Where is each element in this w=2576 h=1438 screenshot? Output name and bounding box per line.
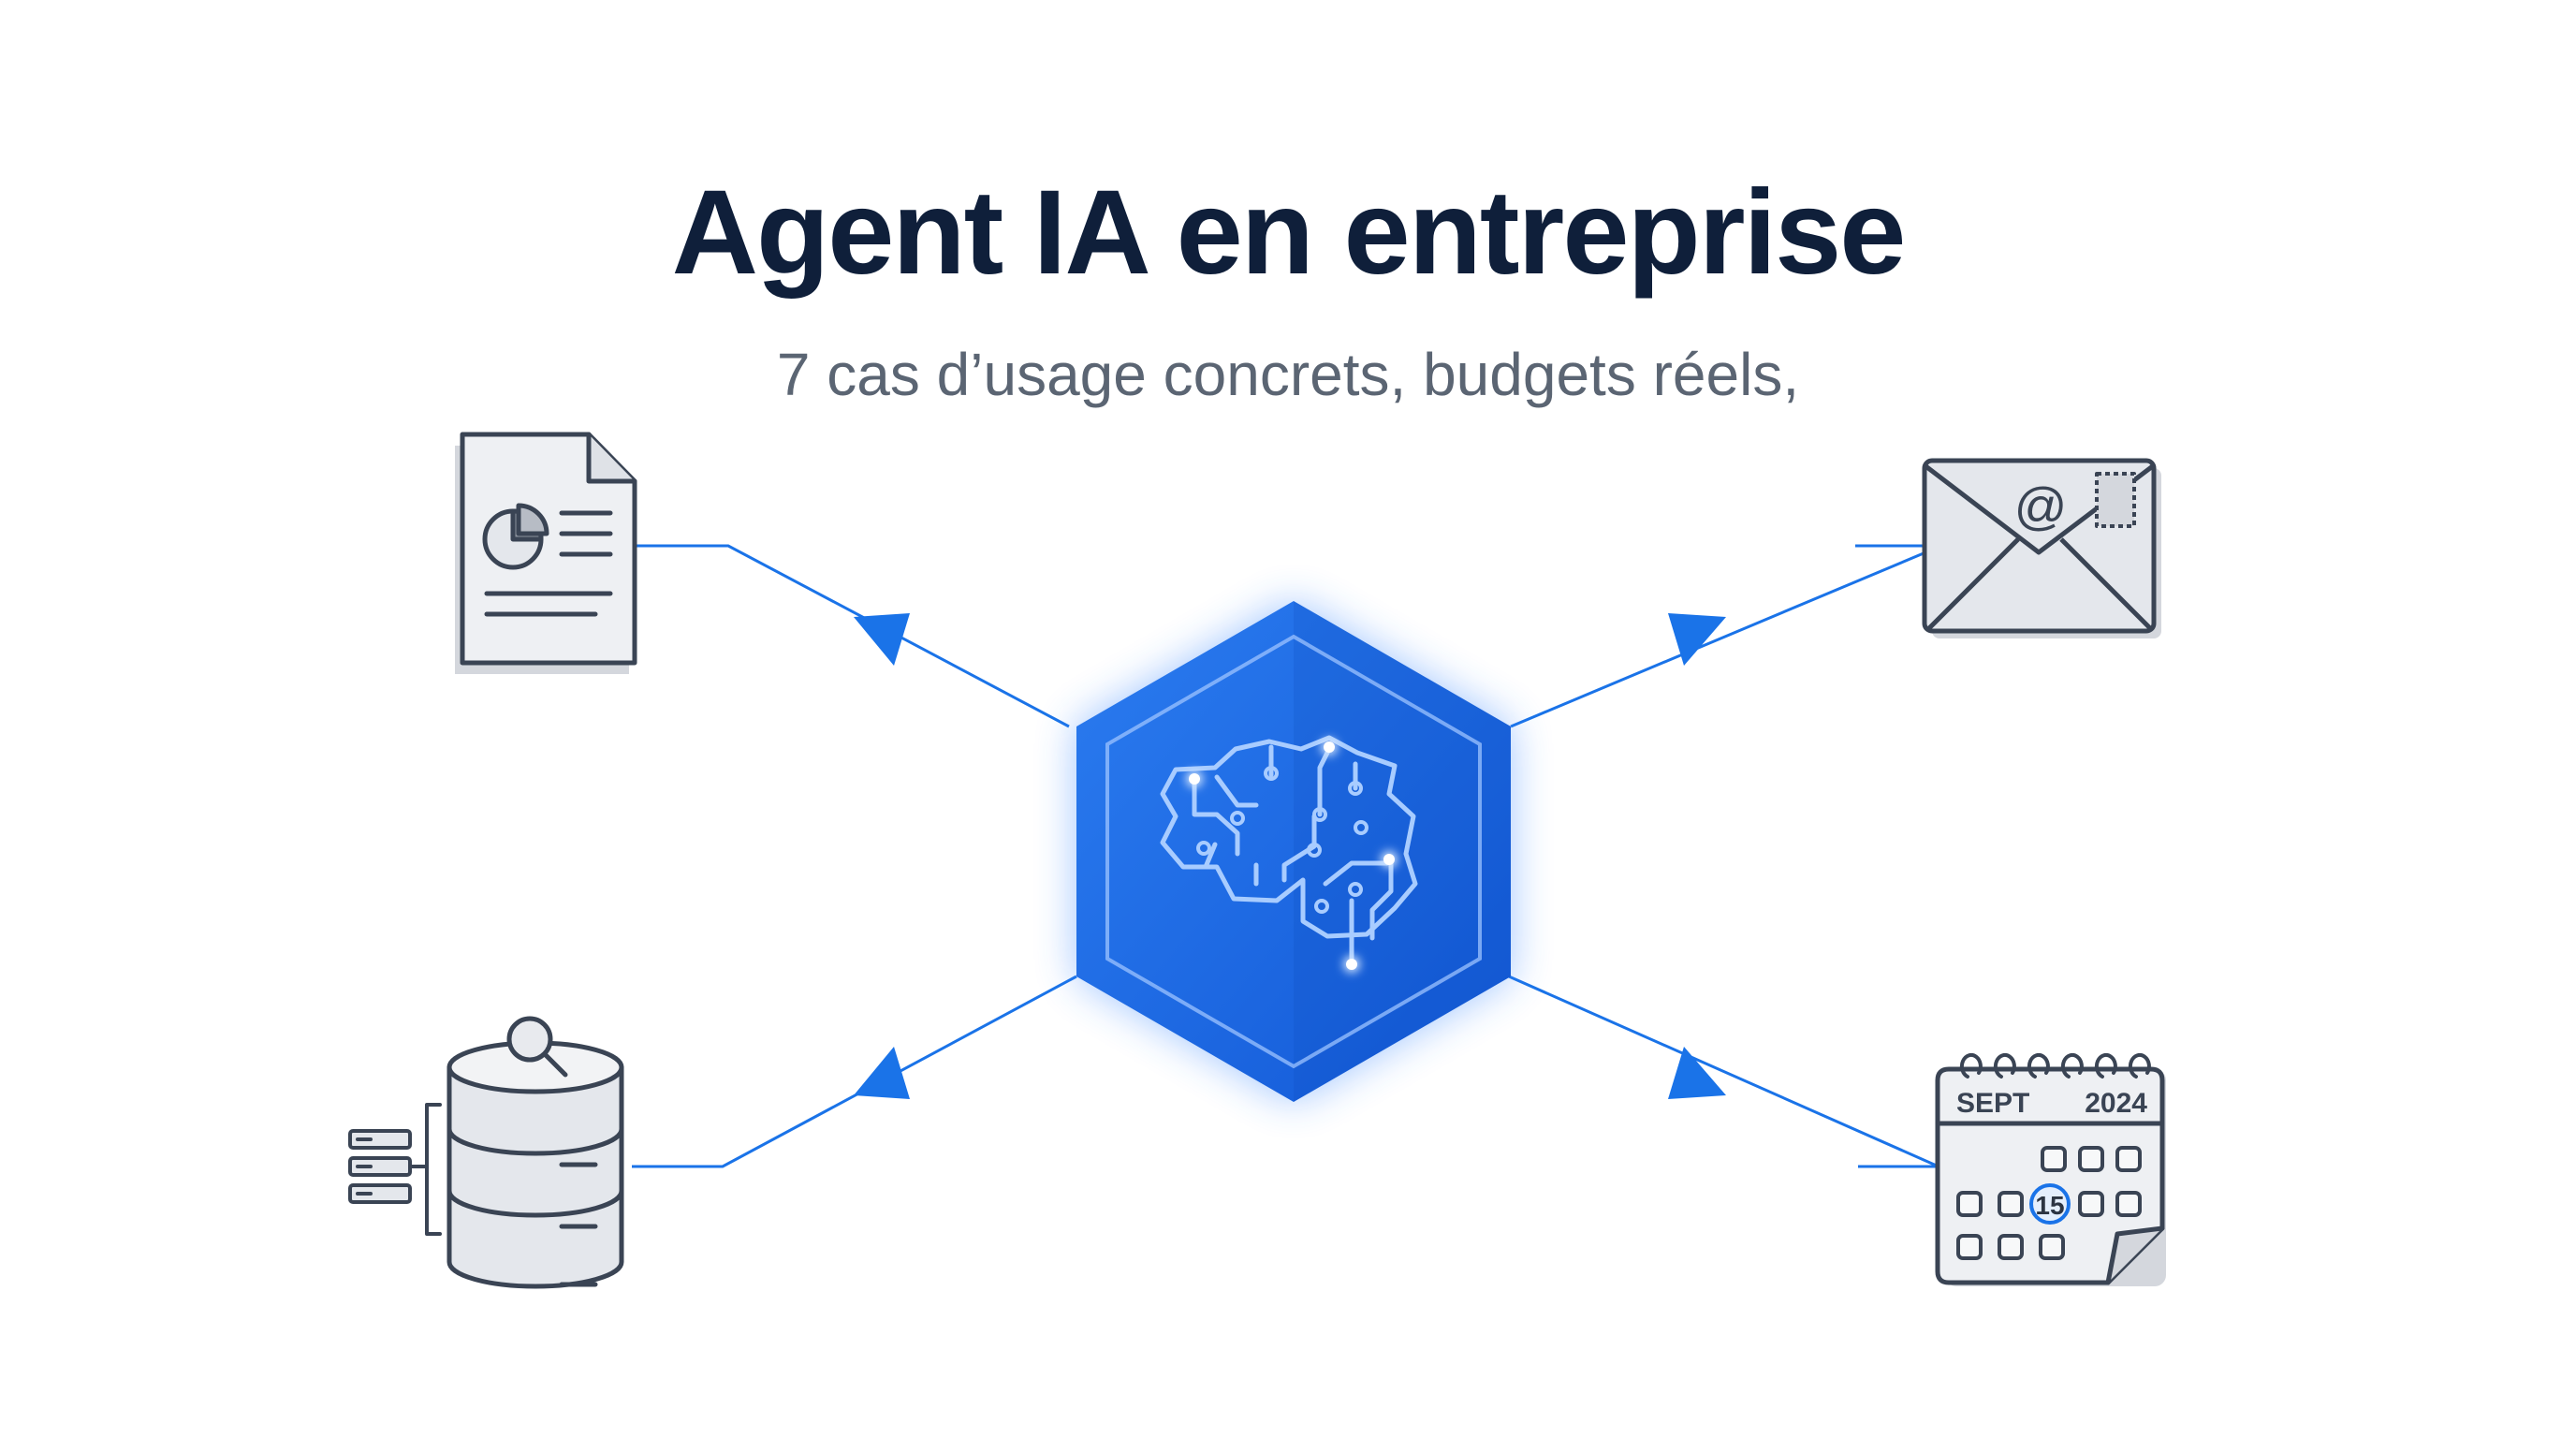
calendar-icon[interactable]: SEPT 2024 15 (1935, 1052, 2166, 1286)
arrowhead-document (854, 613, 910, 666)
page-title: Agent IA en entreprise (672, 166, 1905, 300)
report-document-icon[interactable] (455, 432, 637, 674)
connector-database (632, 975, 1077, 1168)
calendar-day: 15 (2035, 1191, 2064, 1220)
calendar-year: 2024 (2085, 1088, 2147, 1119)
page-subtitle: 7 cas d’usage concrets, budgets réels, (777, 341, 1799, 408)
calendar-month: SEPT (1956, 1088, 2029, 1119)
stamp-icon (2095, 472, 2136, 528)
at-sign-glyph: @ (2014, 477, 2068, 536)
pie-chart-icon (482, 503, 549, 570)
email-envelope-icon[interactable]: @ (1922, 458, 2161, 638)
magnifier-icon (506, 1016, 568, 1078)
calendar-rings (1959, 1052, 2151, 1078)
connector-email (1510, 544, 1942, 728)
arrowheads (854, 613, 1726, 1099)
database-search-icon[interactable] (348, 1016, 624, 1289)
arrowhead-email (1668, 613, 1726, 666)
calendar-day-grid (1956, 1146, 2142, 1260)
connector-document (637, 544, 1070, 728)
server-rack-icon (348, 1103, 442, 1236)
arrowhead-database (854, 1047, 910, 1099)
arrowhead-calendar (1668, 1047, 1726, 1099)
ai-agent-hub[interactable] (1076, 601, 1511, 1102)
connector-calendar (1508, 975, 1939, 1168)
calendar-day-highlight (2029, 1183, 2071, 1225)
brain-circuit-icon (1160, 735, 1418, 965)
circuit-nodes (1186, 739, 1398, 973)
